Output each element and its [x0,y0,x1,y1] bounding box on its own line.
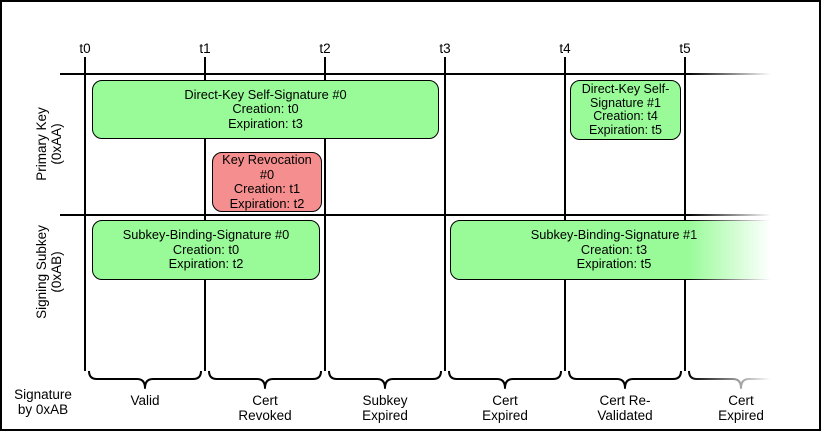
tick-label-t2: t2 [319,41,331,56]
key-revocation-0-box: Key Revocation #0 Creation: t1 Expiratio… [212,152,322,212]
box-expiration: Expiration: t3 [228,115,303,131]
tick-label-t3: t3 [439,41,451,56]
box-expiration: Expiration: t5 [576,256,652,272]
primary-key-line [60,73,772,75]
box-title: Subkey-Binding-Signature #0 [122,227,290,243]
primary-key-id: (0xAA) [49,123,64,165]
brace-cert-expired [448,370,562,389]
tick-label-t0: t0 [79,41,91,56]
tick-label-t1: t1 [199,41,211,56]
box-creation: Creation: t0 [232,101,299,117]
box-expiration: Expiration: t2 [229,195,305,211]
signature-by-0xab-label: Signature by 0xAB [14,387,72,417]
signing-subkey-name: Signing Subkey [34,225,49,319]
brace-cert-expired-2 [688,370,792,389]
direct-key-self-signature-1-box: Direct-Key Self-Signature #1 Creation: t… [570,80,681,140]
box-expiration: Expiration: t5 [589,122,662,137]
box-title: Subkey-Binding-Signature #1 [530,227,698,243]
brace-cert-revalidated [568,370,682,389]
subkey-binding-signature-0-box: Subkey-Binding-Signature #0 Creation: t0… [92,220,320,280]
box-title: Direct-Key Self-Signature #0 [184,86,347,102]
brace-cert-revoked [208,370,322,389]
tick-label-t5: t5 [679,41,691,56]
primary-key-name: Primary Key [34,107,49,181]
direct-key-self-signature-0-box: Direct-Key Self-Signature #0 Creation: t… [92,80,439,139]
phase-label-cert-revalidated: Cert Re- Validated [597,393,653,423]
tick-label-t4: t4 [559,41,571,56]
box-expiration: Expiration: t2 [168,256,244,272]
box-title: Direct-Key Self-Signature #1 [581,82,670,110]
box-creation: Creation: t0 [172,241,240,257]
signing-subkey-line [60,214,772,216]
box-creation: Creation: t4 [593,109,658,123]
phase-label-subkey-expired: Subkey Expired [362,393,408,423]
signing-subkey-row-label: Signing Subkey (0xAB) [34,225,64,319]
phase-label-valid: Valid [130,393,160,408]
box-creation: Creation: t1 [233,181,301,196]
signing-subkey-id: (0xAB) [49,251,64,293]
primary-key-row-label: Primary Key (0xAA) [34,107,64,181]
phase-label-cert-expired-2: Cert Expired [718,393,764,423]
phase-label-cert-revoked: Cert Revoked [238,393,292,423]
box-title: Key Revocation #0 [222,152,312,182]
phase-label-cert-expired: Cert Expired [482,393,528,423]
brace-valid [88,370,202,389]
box-creation: Creation: t3 [580,241,648,257]
brace-subkey-expired [328,370,442,389]
